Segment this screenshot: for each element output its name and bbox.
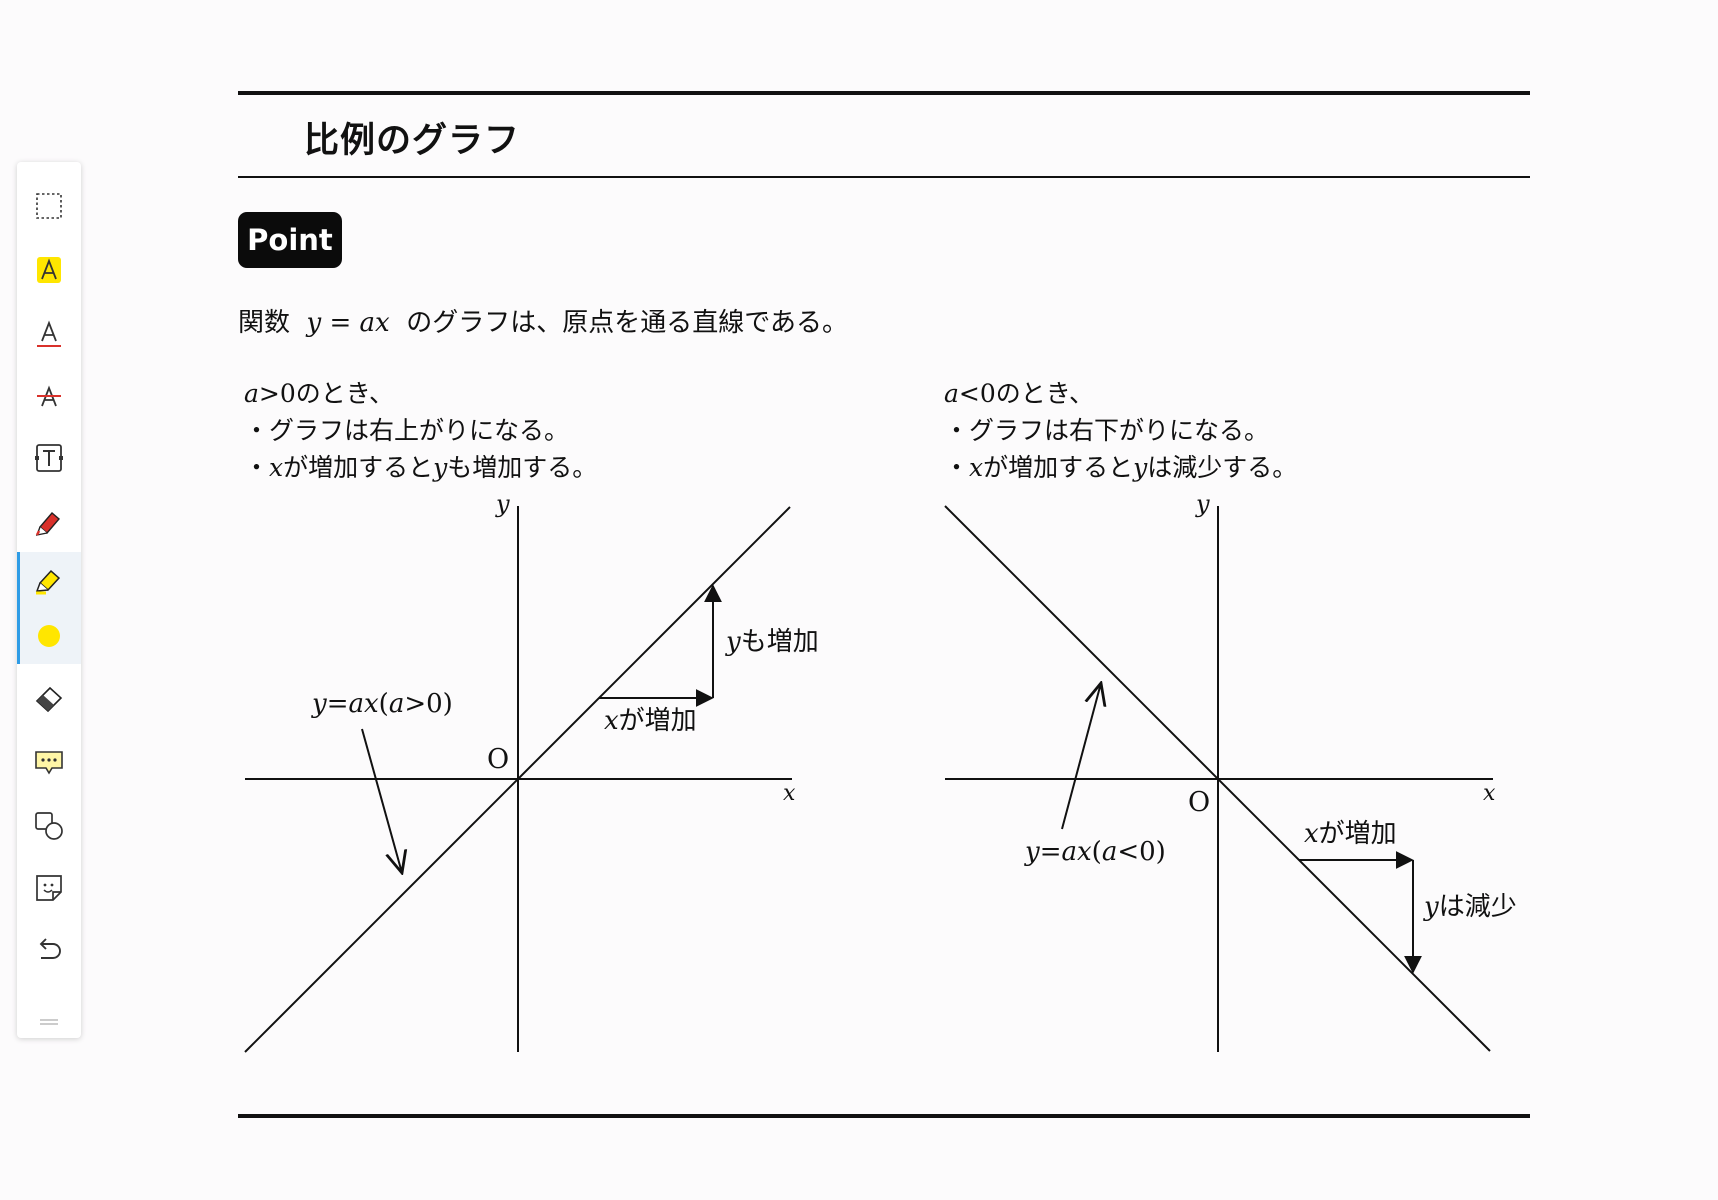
right-origin-label: O bbox=[1188, 787, 1210, 818]
left-line bbox=[244, 506, 791, 1053]
red-marker-icon bbox=[35, 512, 60, 536]
right-bullet-1: ・グラフは右下がりになる。 bbox=[944, 416, 1270, 445]
eraser-icon bbox=[35, 686, 63, 713]
page-title: 比例のグラフ bbox=[304, 121, 521, 161]
point-badge: Point bbox=[238, 212, 342, 268]
left-bullet-2: ・xが増加するとyも増加する。 bbox=[244, 453, 598, 482]
left-notes: a>0のとき、 ・グラフは右上がりになる。 ・xが増加するとyも増加する。 bbox=[244, 375, 597, 486]
shape-tool[interactable] bbox=[17, 798, 81, 854]
left-label-pointer bbox=[361, 728, 402, 873]
text-box-icon bbox=[35, 444, 63, 472]
statement-formula: y = ax bbox=[306, 308, 390, 338]
bottom-rule bbox=[238, 1114, 1530, 1118]
yellow-highlighter-icon bbox=[35, 569, 61, 595]
left-y-axis-label: y bbox=[495, 490, 510, 518]
left-x-change-label: xが増加 bbox=[604, 706, 697, 736]
select-tool[interactable] bbox=[17, 178, 81, 234]
right-bullet-2: ・xが増加するとyは減少する。 bbox=[944, 453, 1298, 482]
undo-button[interactable] bbox=[17, 922, 81, 978]
statement: 関数 y = ax のグラフは、原点を通る直線である。 bbox=[238, 302, 848, 339]
eraser-tool[interactable] bbox=[17, 670, 81, 726]
right-notes: a<0のとき、 ・グラフは右下がりになる。 ・xが増加するとyは減少する。 bbox=[944, 375, 1297, 486]
statement-suffix: のグラフは、原点を通る直線である。 bbox=[406, 308, 848, 338]
dotted-rectangle-icon bbox=[36, 193, 62, 219]
underline-tool[interactable] bbox=[17, 306, 81, 362]
sticker-tool[interactable] bbox=[17, 860, 81, 916]
shapes-icon bbox=[35, 812, 63, 840]
right-y-change-label: yは減少 bbox=[1423, 892, 1517, 922]
yellow-dot-icon bbox=[38, 625, 60, 647]
comment-tool[interactable] bbox=[17, 734, 81, 790]
drag-handle-icon[interactable] bbox=[39, 1017, 59, 1027]
statement-prefix: 関数 bbox=[238, 308, 291, 338]
right-line-label: y=ax(a<0) bbox=[1024, 837, 1166, 867]
right-graph: y x O y=ax(a<0) xが増加 yは減少 bbox=[944, 490, 1517, 1052]
highlighted-a-icon bbox=[37, 257, 61, 283]
left-graph: y x O y=ax(a>0) xが増加 yも増加 bbox=[244, 490, 819, 1053]
title-rule bbox=[238, 176, 1530, 178]
comment-icon bbox=[35, 751, 63, 775]
top-rule bbox=[238, 91, 1530, 95]
right-y-axis-label: y bbox=[1195, 490, 1210, 518]
strikethrough-tool[interactable] bbox=[17, 368, 81, 424]
right-x-change-label: xが増加 bbox=[1304, 819, 1397, 849]
sticker-icon bbox=[36, 875, 62, 901]
right-x-axis-label: x bbox=[1483, 781, 1496, 806]
color-picker[interactable] bbox=[17, 608, 81, 664]
annotation-toolbar bbox=[17, 162, 81, 1038]
left-line-label: y=ax(a>0) bbox=[311, 689, 453, 719]
pen-tool[interactable] bbox=[17, 494, 81, 550]
right-label-pointer bbox=[1061, 683, 1101, 830]
left-x-axis-label: x bbox=[783, 781, 796, 806]
highlighter-tool[interactable] bbox=[17, 552, 81, 608]
left-y-change-label: yも増加 bbox=[725, 627, 819, 657]
highlight-text-tool[interactable] bbox=[17, 242, 81, 298]
left-condition: a>0のとき、 bbox=[244, 379, 395, 408]
text-box-tool[interactable] bbox=[17, 430, 81, 486]
strikethrough-a-icon bbox=[37, 385, 61, 407]
underlined-a-icon bbox=[37, 320, 61, 347]
undo-icon bbox=[39, 938, 61, 959]
right-line bbox=[944, 505, 1491, 1052]
left-origin-label: O bbox=[487, 744, 509, 775]
left-bullet-1: ・グラフは右上がりになる。 bbox=[244, 416, 570, 445]
right-condition: a<0のとき、 bbox=[944, 379, 1095, 408]
